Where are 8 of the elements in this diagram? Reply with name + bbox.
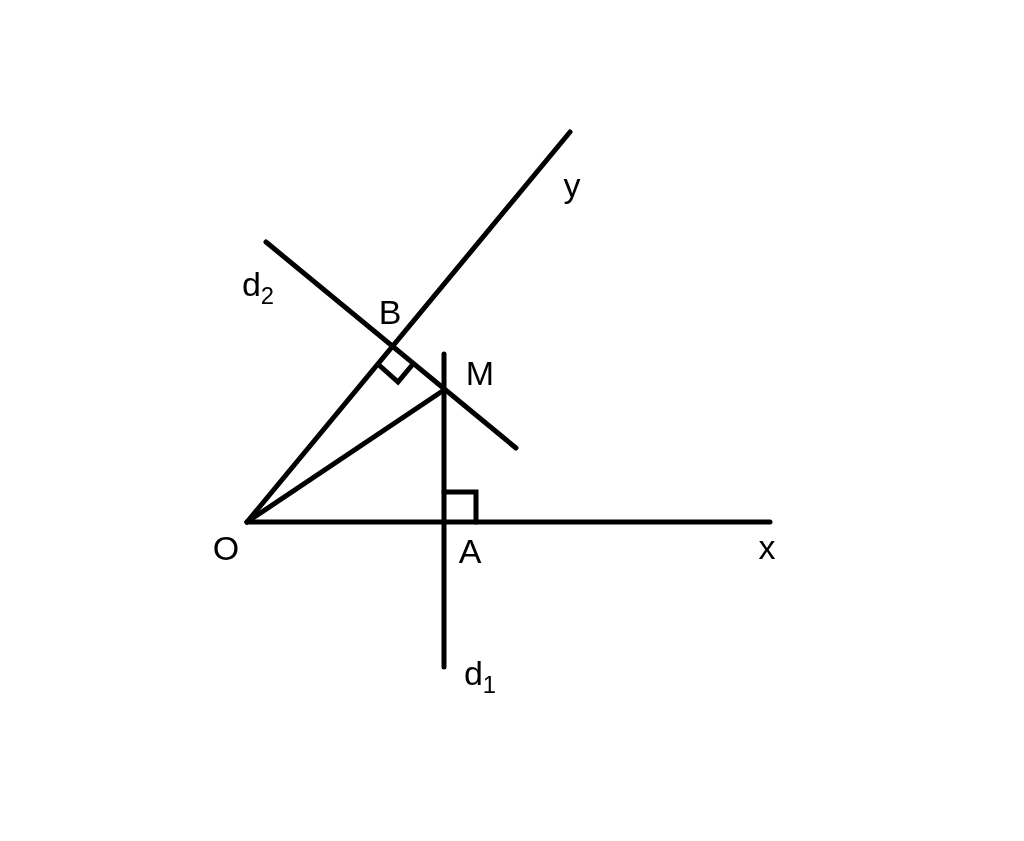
point-label: d$_{2}$ bbox=[241, 266, 275, 308]
point-label: y bbox=[563, 168, 581, 202]
point-label: x bbox=[758, 530, 776, 564]
point-label: M bbox=[465, 356, 495, 390]
point-label: d$_{1}$ bbox=[463, 655, 497, 697]
point-label: O bbox=[212, 531, 240, 565]
point-label: A bbox=[458, 534, 482, 568]
point-label: B bbox=[378, 295, 402, 329]
